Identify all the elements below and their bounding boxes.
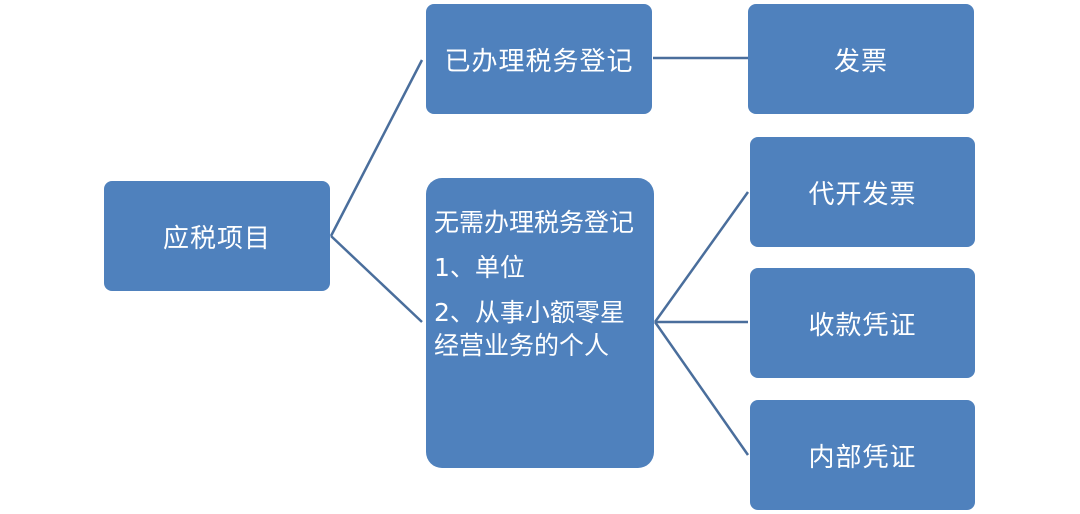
node-issued-invoice: 代开发票 [750, 137, 975, 247]
connector-unregistered-to-internal-voucher [653, 321, 750, 456]
node-invoice: 发票 [748, 4, 974, 114]
node-registered-label: 已办理税务登记 [444, 46, 634, 77]
root-node-label: 应税项目 [162, 223, 271, 254]
node-internal-voucher: 内部凭证 [750, 400, 975, 510]
node-registered: 已办理税务登记 [426, 4, 652, 114]
node-receipt: 收款凭证 [750, 268, 975, 378]
connector-unregistered-to-issued-invoice [653, 191, 750, 323]
node-invoice-label: 发票 [833, 46, 888, 77]
connector-root-to-registered [329, 59, 424, 237]
node-unregistered: 无需办理税务登记 1、单位 2、从事小额零星经营业务的个人 [426, 178, 654, 468]
node-unregistered-title: 无需办理税务登记 [434, 208, 635, 237]
node-receipt-label: 收款凭证 [808, 310, 917, 341]
node-issued-invoice-label: 代开发票 [808, 179, 917, 210]
connector-root-to-unregistered [330, 235, 423, 323]
node-unregistered-item-2: 2、从事小额零星经营业务的个人 [434, 298, 625, 360]
node-unregistered-item-1: 1、单位 [434, 253, 525, 282]
node-internal-voucher-label: 内部凭证 [808, 442, 917, 473]
root-node: 应税项目 [104, 181, 330, 291]
